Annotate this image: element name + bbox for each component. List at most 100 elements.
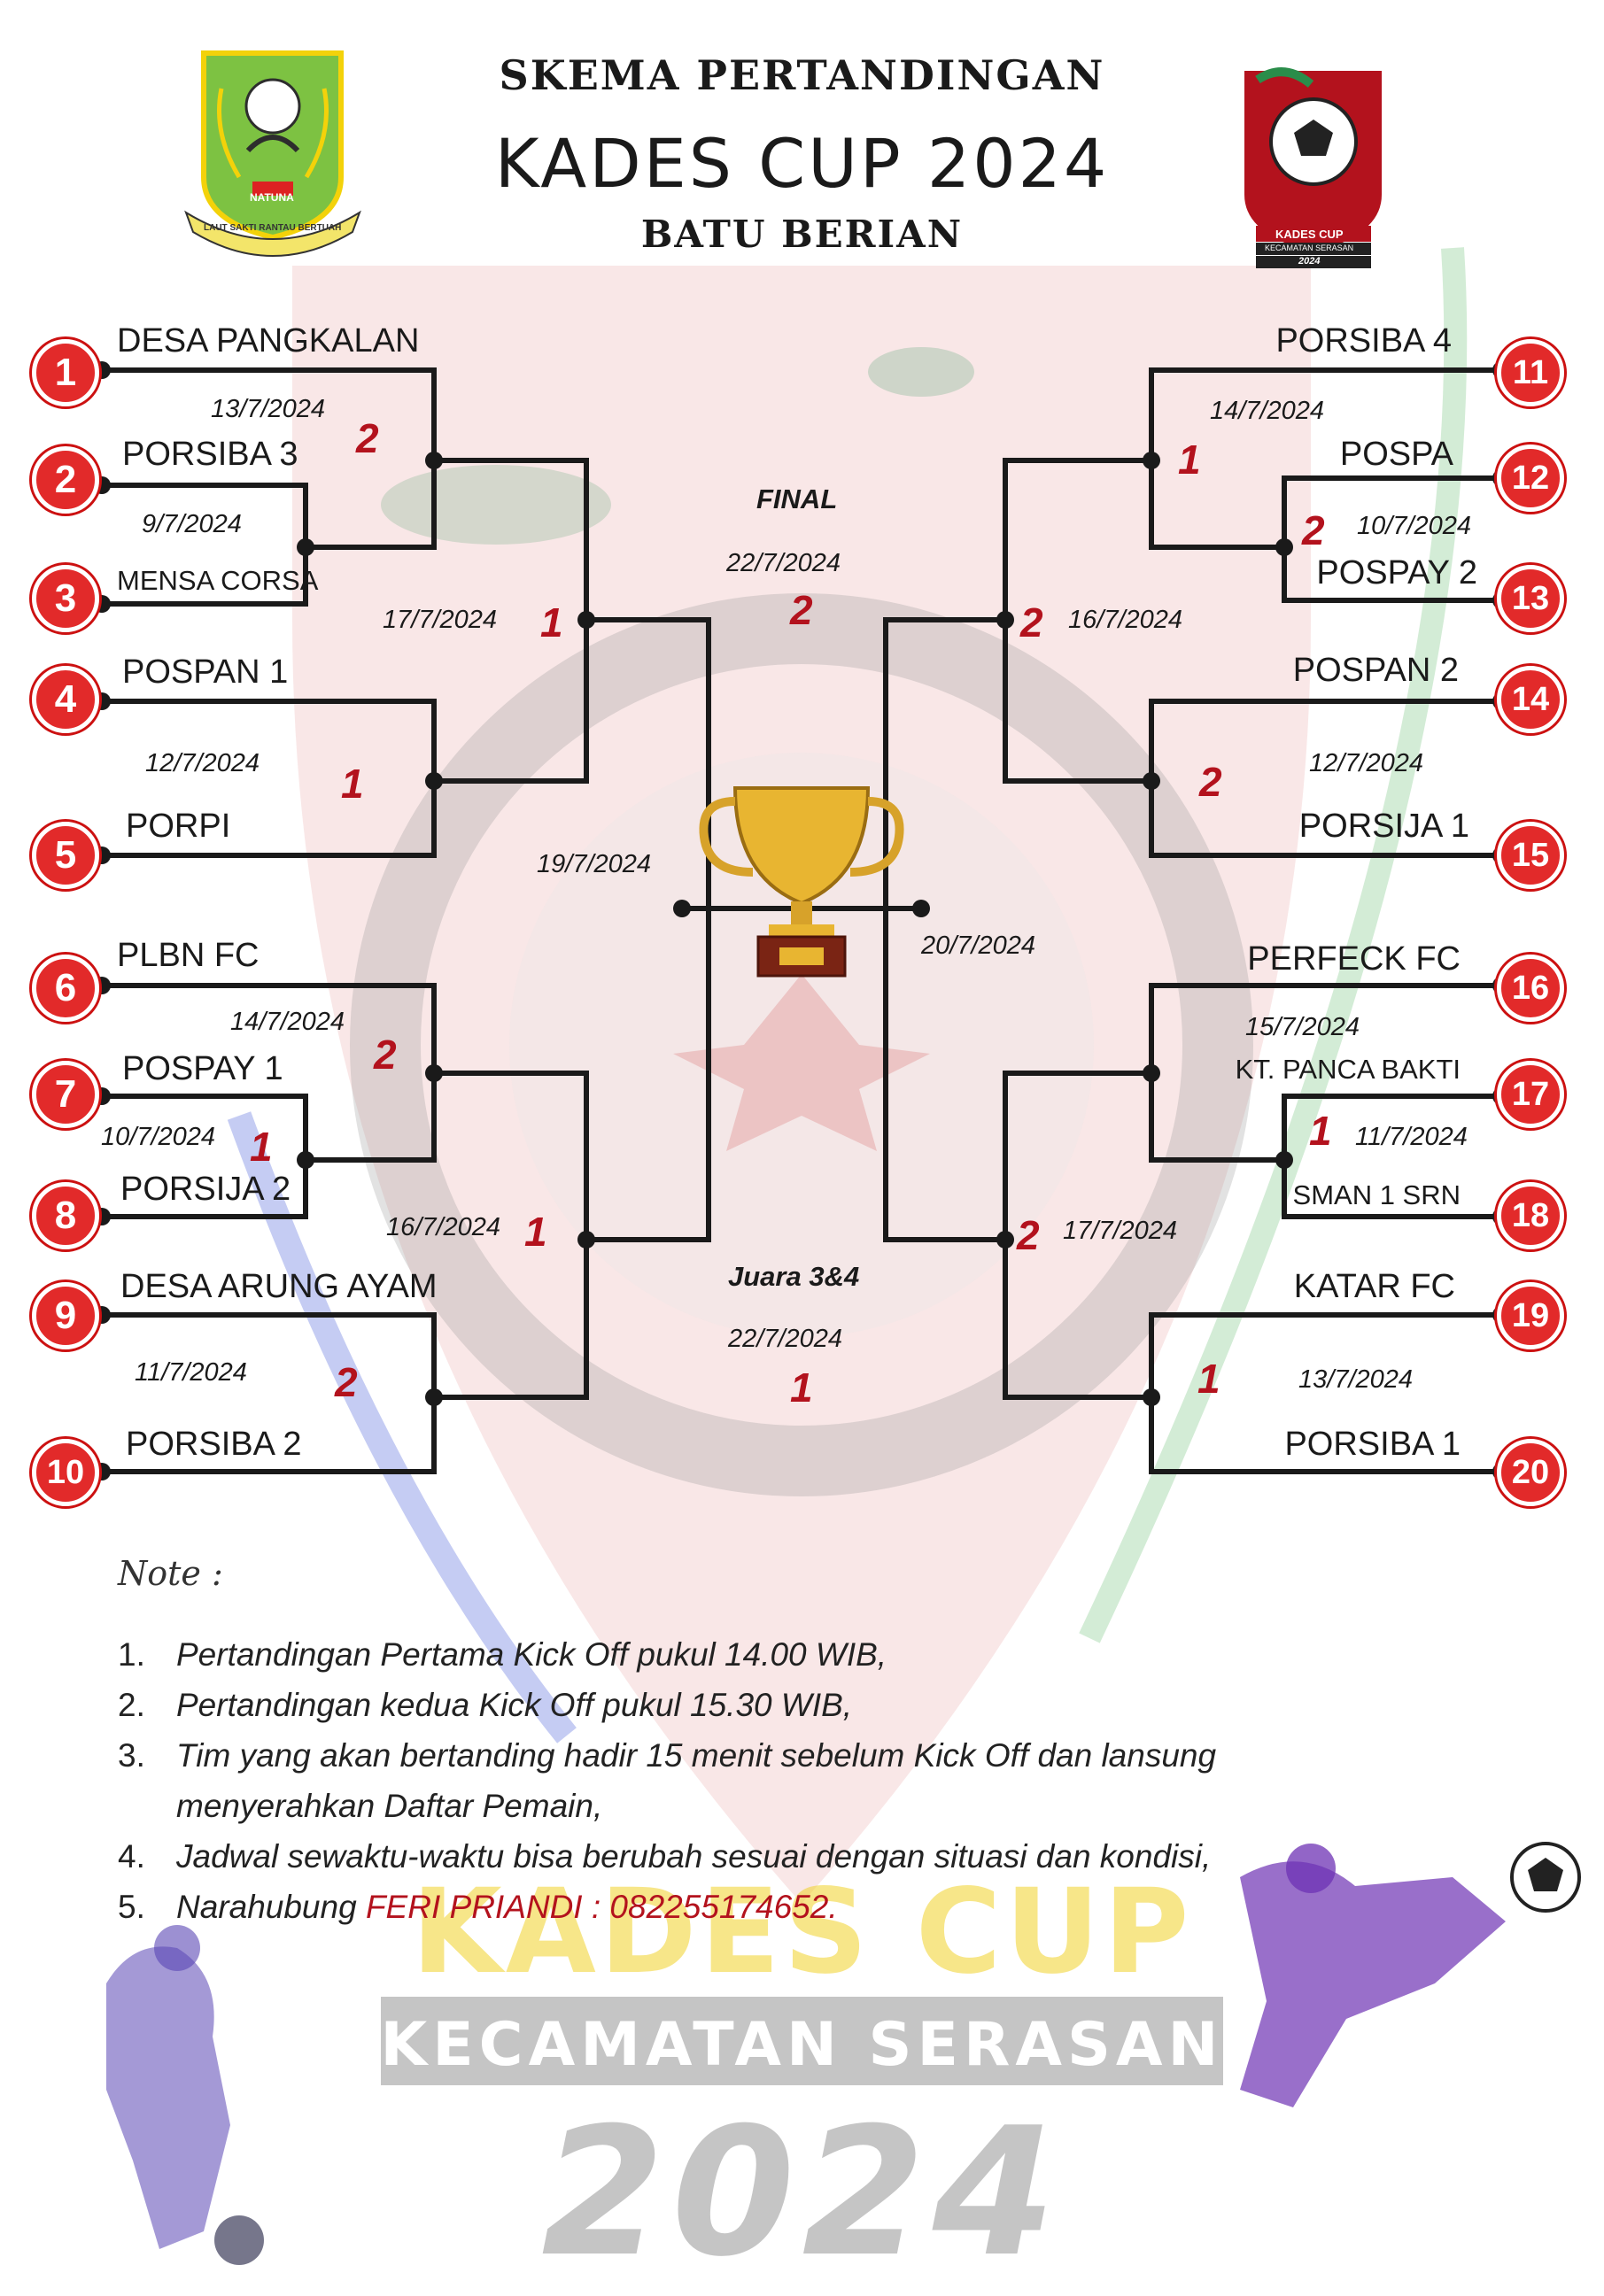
seed-badge-12: 12	[1497, 445, 1564, 512]
match-date-l-sf-b: 16/7/2024	[386, 1213, 501, 1241]
team-name-14: POSPAN 2	[1292, 652, 1459, 689]
note-item: 4. Jadwal sewaktu-waktu bisa berubah ses…	[118, 1831, 1375, 1882]
match-score-r-11v1213: 1	[1178, 437, 1201, 483]
note-item: 2. Pertandingan kedua Kick Off pukul 15.…	[118, 1680, 1375, 1730]
team-name-20: PORSIBA 1	[1284, 1426, 1461, 1463]
team-name-16: PERFECK FC	[1247, 940, 1461, 978]
watermark-kades-cup: KADES CUP	[411, 1864, 1193, 2000]
team-name-4: POSPAN 1	[122, 653, 289, 691]
match-score-r-17v18: 1	[1309, 1108, 1332, 1154]
match-date-l-1v23: 13/7/2024	[211, 395, 326, 423]
note-text: Tim yang akan bertanding hadir 15 menit …	[176, 1737, 1217, 1824]
seed-badge-11: 11	[1497, 339, 1564, 406]
match-score-l-6v78: 2	[374, 1032, 397, 1078]
match-score-r-14v15: 2	[1199, 759, 1222, 805]
notes-title: Note :	[118, 1554, 223, 1593]
contact-person: FERI PRIANDI : 082255174652.	[365, 1889, 838, 1925]
seed-badge-10: 10	[32, 1439, 99, 1506]
final-date: 22/7/2024	[726, 549, 841, 577]
seed-badge-2: 2	[32, 446, 99, 514]
note-text: Narahubung	[176, 1889, 366, 1925]
match-score-r-sf-a: 2	[1020, 599, 1043, 646]
seed-badge-6: 6	[32, 955, 99, 1022]
match-date-l-2v3: 9/7/2024	[142, 510, 242, 538]
team-name-2: PORSIBA 3	[122, 436, 298, 473]
match-date-r-16v1718: 15/7/2024	[1245, 1013, 1360, 1041]
match-score-r-19v20: 1	[1197, 1356, 1220, 1402]
match-date-r-final: 20/7/2024	[921, 932, 1036, 960]
team-name-11: PORSIBA 4	[1275, 322, 1452, 359]
team-name-6: PLBN FC	[117, 937, 260, 974]
note-text: Pertandingan Pertama Kick Off pukul 14.0…	[176, 1636, 887, 1673]
match-score-l-sf-b: 1	[524, 1209, 547, 1255]
watermark-year: 2024	[541, 2090, 1063, 2296]
match-date-l-9v10: 11/7/2024	[135, 1358, 247, 1387]
note-item: 5. Narahubung FERI PRIANDI : 08225517465…	[118, 1882, 1375, 1932]
seed-badge-9: 9	[32, 1282, 99, 1349]
match-score-l-4v5: 1	[341, 761, 364, 807]
match-score-l-1v23: 2	[356, 415, 379, 461]
seed-badge-13: 13	[1497, 565, 1564, 632]
note-number: 5.	[118, 1889, 145, 1925]
watermark-banner	[381, 1997, 1223, 2085]
match-date-r-sf-b: 17/7/2024	[1063, 1217, 1178, 1245]
match-date-l-7v8: 10/7/2024	[101, 1123, 216, 1151]
seed-badge-17: 17	[1497, 1061, 1564, 1128]
match-date-r-14v15: 12/7/2024	[1309, 749, 1424, 777]
third-place-score: 1	[790, 1364, 813, 1411]
match-score-l-7v8: 1	[250, 1124, 273, 1170]
team-name-3: MENSA CORSA	[117, 565, 319, 596]
seed-badge-5: 5	[32, 822, 99, 889]
team-name-8: PORSIJA 2	[120, 1171, 291, 1208]
kades-cup-logo-year: 2024	[1298, 256, 1321, 267]
player-right-silhouette	[1240, 1861, 1506, 2107]
header-line-2: KADES CUP 2024	[494, 124, 1110, 203]
seed-badge-8: 8	[32, 1182, 99, 1249]
match-date-l-4v5: 12/7/2024	[145, 749, 260, 777]
seed-badge-7: 7	[32, 1061, 99, 1128]
team-name-18: SMAN 1 SRN	[1292, 1179, 1461, 1210]
header-line-1: SKEMA PERTANDINGAN	[499, 51, 1105, 99]
match-date-l-final: 19/7/2024	[537, 850, 652, 878]
team-name-7: POSPAY 1	[122, 1050, 283, 1087]
third-place-date: 22/7/2024	[728, 1325, 843, 1353]
match-date-r-19v20: 13/7/2024	[1298, 1365, 1414, 1394]
seed-badge-20: 20	[1497, 1439, 1564, 1506]
final-score: 2	[790, 587, 813, 633]
team-name-5: PORPI	[126, 808, 231, 845]
note-number: 3.	[118, 1737, 145, 1774]
note-number: 4.	[118, 1838, 145, 1875]
match-score-r-sf-b: 2	[1017, 1212, 1040, 1258]
seed-badge-19: 19	[1497, 1282, 1564, 1349]
note-item: 3. Tim yang akan bertanding hadir 15 men…	[118, 1730, 1375, 1831]
seed-badge-15: 15	[1497, 822, 1564, 889]
match-date-r-12v13: 10/7/2024	[1357, 512, 1472, 540]
team-name-10: PORSIBA 2	[126, 1426, 302, 1463]
seed-badge-1: 1	[32, 339, 99, 406]
final-label: FINAL	[756, 483, 838, 514]
match-date-l-sf-a: 17/7/2024	[383, 606, 498, 634]
match-date-l-6v78: 14/7/2024	[230, 1008, 345, 1036]
notes-list: 1. Pertandingan Pertama Kick Off pukul 1…	[118, 1629, 1375, 1932]
note-number: 1.	[118, 1636, 145, 1673]
third-place-label: Juara 3&4	[728, 1261, 860, 1292]
match-date-r-17v18: 11/7/2024	[1355, 1123, 1468, 1151]
seed-badge-14: 14	[1497, 666, 1564, 733]
match-score-l-sf-a: 1	[540, 599, 563, 646]
team-name-1: DESA PANGKALAN	[117, 322, 420, 359]
match-score-l-9v10: 2	[335, 1359, 358, 1405]
header-line-3: BATU BERIAN	[640, 213, 964, 256]
seed-badge-16: 16	[1497, 955, 1564, 1022]
match-date-r-11v1213: 14/7/2024	[1210, 397, 1325, 425]
note-number: 2.	[118, 1687, 145, 1723]
garuda-watermark	[673, 974, 930, 1151]
team-name-19: KATAR FC	[1293, 1268, 1455, 1305]
player-left-silhouette	[106, 1946, 230, 2249]
seed-badge-18: 18	[1497, 1182, 1564, 1249]
note-text: Jadwal sewaktu-waktu bisa berubah sesuai…	[176, 1838, 1212, 1875]
watermark-kecamatan: KECAMATAN SERASAN	[380, 2010, 1224, 2080]
match-date-r-sf-a: 16/7/2024	[1068, 606, 1183, 634]
seed-badge-4: 4	[32, 666, 99, 733]
team-name-12: POSPA	[1339, 436, 1453, 473]
team-name-9: DESA ARUNG AYAM	[120, 1268, 438, 1305]
